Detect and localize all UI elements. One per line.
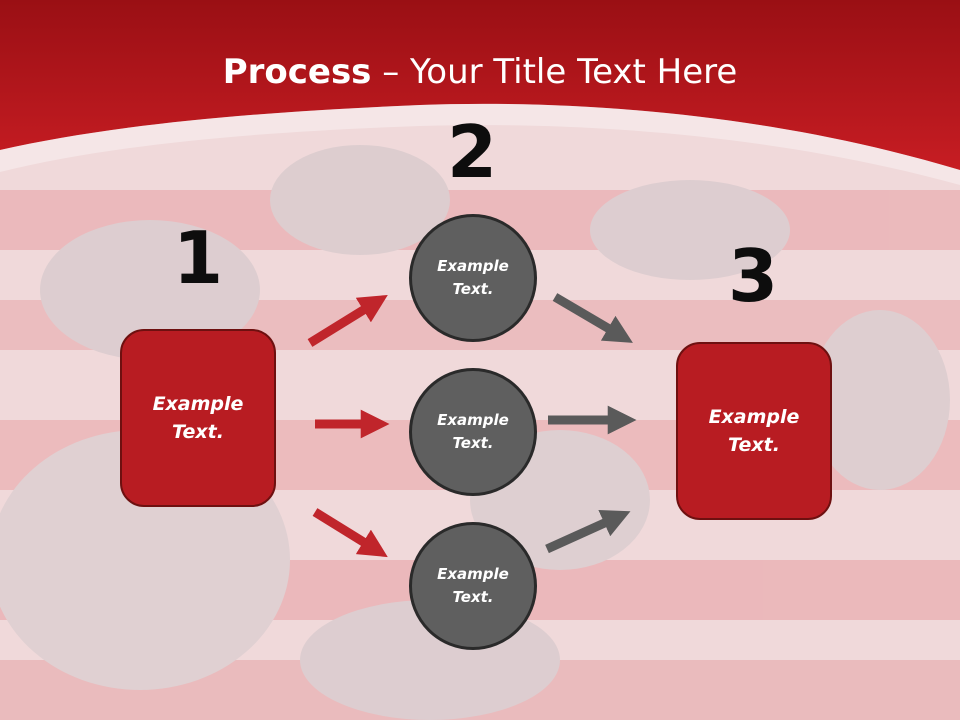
circle-top-line1: Example — [437, 256, 509, 275]
step-number-3: 3 — [727, 234, 779, 318]
box-start-line1: Example — [152, 392, 244, 415]
process-circle-top: Example Text. — [409, 214, 537, 342]
circle-bottom-line1: Example — [437, 564, 509, 583]
process-box-end: Example Text. — [676, 342, 832, 520]
title-rest: – Your Title Text Here — [371, 52, 738, 92]
process-box-start: Example Text. — [120, 329, 276, 507]
box-end-line2: Text. — [728, 434, 780, 456]
process-circle-middle: Example Text. — [409, 368, 537, 496]
circle-bottom-line2: Text. — [452, 588, 494, 606]
arrow-start-to-bottom — [312, 508, 388, 558]
circle-top-line2: Text. — [452, 280, 494, 298]
arrow-top-to-end — [552, 293, 633, 343]
box-start-line2: Text. — [172, 421, 224, 443]
step-number-1: 1 — [172, 216, 224, 300]
arrow-bottom-to-end — [545, 509, 631, 554]
title-bold: Process — [222, 52, 372, 92]
circle-middle-line2: Text. — [452, 434, 494, 452]
slide-title: Process – Your Title Text Here — [0, 52, 960, 92]
circle-middle-line1: Example — [437, 410, 509, 429]
step-number-2: 2 — [446, 110, 498, 194]
process-circle-bottom: Example Text. — [409, 522, 537, 650]
arrow-start-to-top — [307, 294, 388, 347]
box-end-line1: Example — [708, 405, 800, 428]
